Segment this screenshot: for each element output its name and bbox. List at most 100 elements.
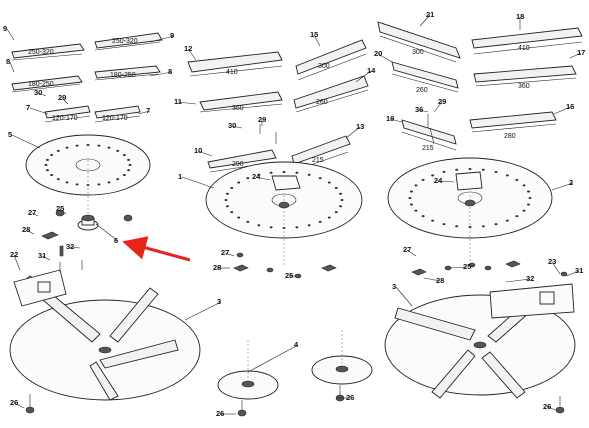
- disk-hole: [116, 178, 120, 181]
- disk-hole: [225, 205, 229, 208]
- disk-hole: [269, 171, 273, 174]
- part-callout-28: 28: [22, 225, 30, 234]
- callout-leader-28: [423, 277, 441, 282]
- disk-hole: [86, 144, 90, 146]
- disk-hole: [522, 184, 526, 187]
- disk-hole: [128, 164, 132, 166]
- disk-hole: [122, 154, 126, 156]
- disk-hole: [230, 211, 234, 214]
- disk-hole: [334, 211, 338, 214]
- disk-hole: [421, 178, 425, 181]
- dimension-label: 180-250: [110, 72, 136, 79]
- part-callout-25: 25: [463, 262, 471, 271]
- disk-hole: [481, 168, 485, 171]
- disk-hole: [522, 209, 526, 212]
- part-callout-18: 18: [516, 12, 524, 21]
- callout-leader-13: [345, 126, 361, 139]
- disk-hole: [494, 223, 498, 226]
- disk-hole: [269, 226, 273, 229]
- part-callout-31: 31: [38, 251, 46, 260]
- part-callout-26: 26: [346, 393, 354, 402]
- dimension-label: 410: [518, 45, 530, 52]
- disk-hole: [414, 209, 418, 212]
- callout-leader-36: [418, 109, 429, 113]
- part-callout-27: 27: [28, 208, 36, 217]
- callout-leader-6: [95, 223, 119, 242]
- callout-leader-17: [569, 52, 582, 59]
- part-callout-28: 28: [213, 263, 221, 272]
- dimension-label: 300: [318, 63, 330, 70]
- disk-hole: [442, 170, 446, 173]
- disk-4-pair: [217, 355, 373, 417]
- disk-hole: [75, 144, 79, 147]
- callout-leader-27: [406, 249, 417, 257]
- disk-2: [387, 114, 553, 276]
- callout-leader-31: [565, 270, 580, 277]
- part-callout-10: 10: [194, 146, 202, 155]
- disk-hole: [421, 215, 425, 218]
- callout-leader-24: [437, 180, 455, 183]
- disk-hole: [116, 149, 120, 152]
- disk-hole: [75, 183, 79, 186]
- disk-hole: [414, 184, 418, 187]
- disk-hole: [431, 174, 435, 177]
- callout-leader-9: [149, 35, 175, 43]
- callout-leader-2: [551, 182, 574, 191]
- disk-hole: [45, 158, 49, 161]
- disk-hole: [44, 164, 48, 166]
- disk-hole: [257, 224, 261, 227]
- callout-leader-22: [13, 254, 21, 271]
- disk-hole: [122, 174, 126, 176]
- callout-leader-1: [181, 176, 215, 189]
- callout-leader-20: [377, 53, 393, 63]
- callout-leader-31: [41, 255, 51, 261]
- dimension-label: 260: [316, 99, 328, 106]
- disk-hole: [410, 190, 414, 193]
- callout-leader-23: [551, 261, 561, 275]
- callout-leader-10: [197, 150, 213, 157]
- disk-hole: [528, 197, 532, 199]
- callout-leader-3: [395, 286, 413, 307]
- disk-hole: [107, 146, 111, 149]
- disk-hole: [327, 216, 331, 219]
- dimension-label: 180-250: [28, 81, 54, 88]
- disk-3-left: [9, 260, 201, 414]
- callout-leader-28: [25, 229, 35, 235]
- callout-leader-27: [224, 252, 235, 257]
- part-callout-29: 29: [258, 115, 266, 124]
- part-callout-3: 3: [217, 297, 221, 306]
- part-callout-19: 19: [386, 114, 394, 123]
- dimension-label: 360: [232, 105, 244, 112]
- disk-hole: [455, 225, 459, 228]
- part-callout-6: 6: [114, 236, 118, 245]
- disk-hole: [318, 220, 322, 223]
- blade-group-top-left: [11, 32, 163, 123]
- part-callout-26: 26: [543, 402, 551, 411]
- dimension-label: 120-170: [102, 115, 128, 122]
- part-callout-4: 4: [294, 340, 299, 349]
- part-callout-25: 25: [285, 271, 293, 280]
- blade-group-top-right: [377, 21, 583, 151]
- part-callout-11: 11: [174, 97, 182, 106]
- assembly-guides: [87, 160, 471, 380]
- part-callout-12: 12: [184, 44, 192, 53]
- part-callout-22: 22: [10, 250, 18, 259]
- callout-leader-15: [313, 34, 321, 47]
- disk-hole: [225, 192, 229, 195]
- part-callout-28: 28: [436, 276, 444, 285]
- callout-leader-24: [255, 176, 271, 181]
- callout-leader-3: [184, 301, 222, 321]
- dimension-label: 300: [412, 49, 424, 56]
- part-callout-26: 26: [10, 398, 18, 407]
- callout-leader-12: [187, 48, 197, 61]
- part-callout-23: 23: [548, 257, 556, 266]
- disk-hole: [246, 177, 250, 180]
- disk-hole: [318, 177, 322, 180]
- part-callout-24: 24: [434, 176, 443, 185]
- dimension-label: 250-320: [28, 49, 54, 56]
- part-callout-3: 3: [392, 282, 396, 291]
- disk-hole: [515, 215, 519, 218]
- part-callout-14: 14: [367, 66, 376, 75]
- callout-leader-32: [505, 278, 531, 283]
